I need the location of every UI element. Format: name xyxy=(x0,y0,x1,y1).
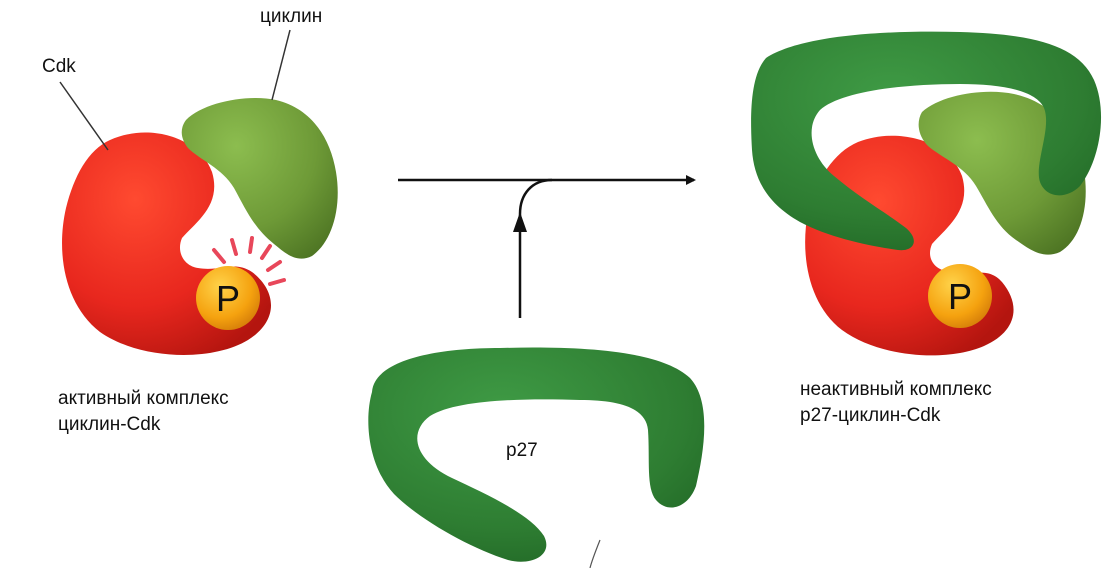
inactive-complex-caption-line2: p27-циклин-Cdk xyxy=(800,405,941,426)
phosphate-group-active: P xyxy=(196,266,260,330)
p27-input-arrow xyxy=(520,180,552,318)
cyclin-label: циклин xyxy=(260,6,322,27)
phosphate-label-active: P xyxy=(216,278,240,319)
p27-tail xyxy=(590,540,600,568)
active-complex-caption-line1: активный комплекс xyxy=(58,388,229,409)
cyclin-leader-line xyxy=(272,30,290,100)
inactive-complex-caption-line1: неактивный комплекс xyxy=(800,379,992,400)
active-complex: P xyxy=(60,30,338,355)
cdk-label: Cdk xyxy=(42,56,76,77)
phosphate-label-inactive: P xyxy=(948,276,972,317)
phosphate-group-inactive: P xyxy=(928,264,992,328)
p27-input-arrowhead xyxy=(513,212,527,232)
inactive-complex: P xyxy=(751,32,1101,356)
active-complex-caption-line2: циклин-Cdk xyxy=(58,414,161,435)
cdk-leader-line xyxy=(60,82,108,150)
reaction-arrow xyxy=(398,180,694,318)
p27-label: p27 xyxy=(506,440,538,461)
